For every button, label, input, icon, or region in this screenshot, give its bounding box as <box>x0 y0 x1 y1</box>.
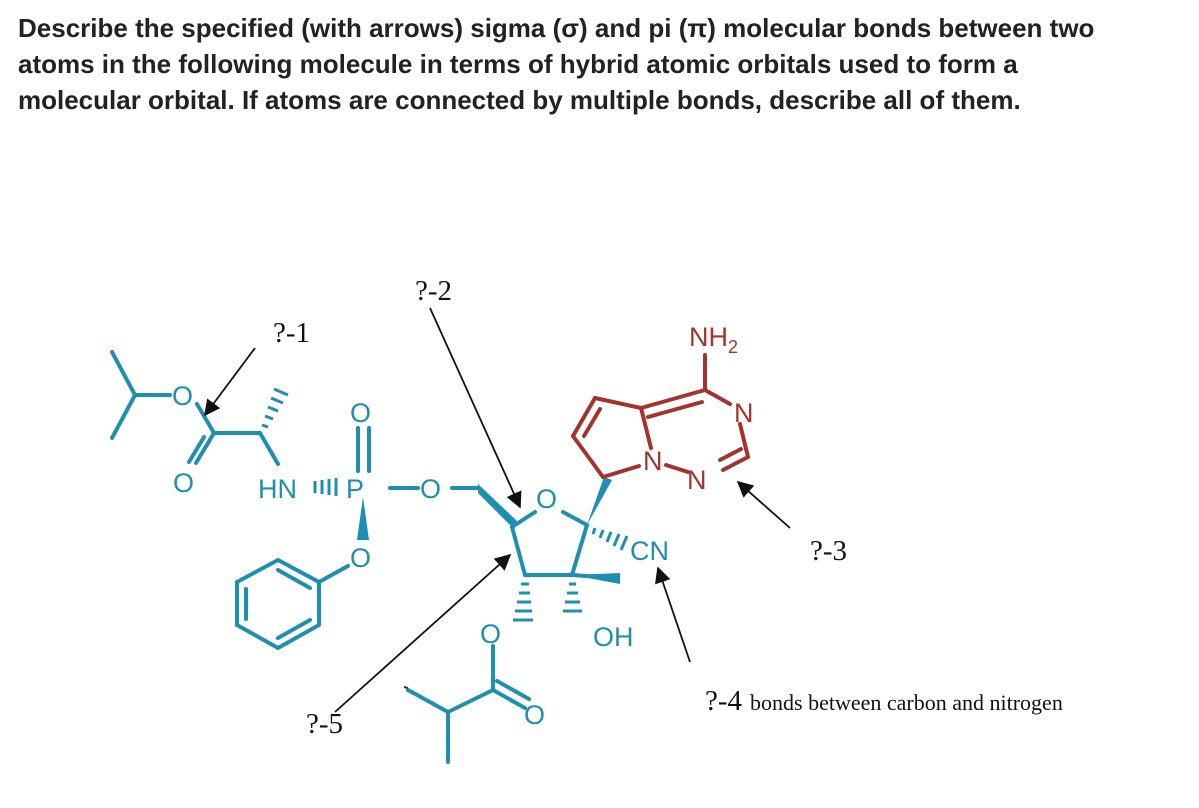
atom-o-double-p: O <box>350 398 371 428</box>
bond-c4a-c4-2 <box>646 400 704 419</box>
atom-o-phenoxy: O <box>350 543 371 573</box>
atom-n-bottom: N <box>687 465 707 495</box>
hashed-c3-o <box>513 582 533 622</box>
wedge-p-o-phenoxy <box>357 497 369 540</box>
bond-iso-methyl-1 <box>110 350 137 397</box>
atom-n-right: N <box>734 398 754 428</box>
stray-mark <box>403 686 409 689</box>
bond-c-o-double-1 <box>491 688 527 710</box>
atom-o-ester1: O <box>172 381 193 411</box>
hashed-methyl-1 <box>261 387 289 429</box>
bond-phenyl-o <box>317 564 350 584</box>
hashed-c2-oh <box>563 582 582 613</box>
arrow-q4 <box>655 566 691 663</box>
arrow-q2 <box>429 307 522 509</box>
atom-cn: CN <box>630 536 669 566</box>
bond-co-1 <box>194 431 216 465</box>
atom-o-bridge: O <box>420 474 441 504</box>
label-q1: ?-1 <box>273 317 310 349</box>
bond-c2-n1-1 <box>721 455 750 472</box>
bond-ch-methyl-a <box>406 688 450 714</box>
label-q4-main: ?-4 <box>705 685 743 717</box>
atom-hn: HN <box>258 474 297 504</box>
arrow-q5 <box>334 553 512 713</box>
hashed-c1-cn <box>591 527 629 551</box>
question-line-3: molecular orbital. If atoms are connecte… <box>18 85 1021 115</box>
arrow-q1 <box>204 347 256 417</box>
bond-n1-n <box>664 463 690 474</box>
bond-co-2 <box>187 435 206 464</box>
label-q3: ?-3 <box>810 535 847 567</box>
question-line-2: atoms in the following molecule in terms… <box>18 49 1018 79</box>
atom-o-ester2: O <box>480 619 501 649</box>
bond-c4a-c5 <box>593 396 643 410</box>
arrow-q3 <box>736 480 791 529</box>
atom-oh: OH <box>593 622 634 652</box>
bond-c7-n <box>601 464 641 479</box>
bond-c5-c6 <box>571 396 597 438</box>
bond-c6-c7 <box>571 434 605 479</box>
question-line-1: Describe the specified (with arrows) sig… <box>18 13 1095 43</box>
atom-nh2-main: NH <box>689 322 728 352</box>
phenyl-ring <box>235 557 321 651</box>
bond-c4-n3 <box>703 388 732 406</box>
label-q4-rest: bonds between carbon and nitrogen <box>750 690 1063 715</box>
question-text: Describe the specified (with arrows) sig… <box>18 10 1193 118</box>
label-q5: ?-5 <box>306 708 343 740</box>
bond-n3-c2 <box>738 422 750 459</box>
bond-iso-methyl-2 <box>110 393 137 440</box>
atom-o-carbonyl2: O <box>524 700 545 730</box>
wedge-c1-n <box>587 477 612 525</box>
atom-nh2: NH2 <box>689 322 738 357</box>
bond-c5-c6-inner <box>582 407 602 438</box>
atom-p: P <box>346 474 364 504</box>
bond-c4-o-ring <box>510 510 537 529</box>
atom-n-middle: N <box>643 446 663 476</box>
bond-c1-c2 <box>570 523 589 577</box>
bond-alpha-n <box>258 431 280 466</box>
atom-o-carbonyl1: O <box>173 468 194 498</box>
wedge-c2-methyl <box>572 573 620 584</box>
bond-n-c4a <box>639 406 653 450</box>
bond-c4a-c4-1 <box>639 388 707 410</box>
label-q2: ?-2 <box>415 275 452 307</box>
hashed-n-p <box>313 478 338 496</box>
bond-c2-n1-2 <box>718 447 743 462</box>
bond-o-ester-c <box>195 402 216 435</box>
bond-c-o-double-2 <box>495 679 531 701</box>
atom-o-ring: O <box>536 484 557 514</box>
wedge-ch2-c4 <box>478 484 517 527</box>
bond-o-ring-c1 <box>561 510 589 527</box>
bond-c3-c4 <box>510 525 527 577</box>
bond-carbonyl-ch <box>446 688 495 714</box>
label-q4: ?-4 bonds between carbon and nitrogen <box>705 685 1063 717</box>
atom-nh2-subscript: 2 <box>728 337 738 357</box>
